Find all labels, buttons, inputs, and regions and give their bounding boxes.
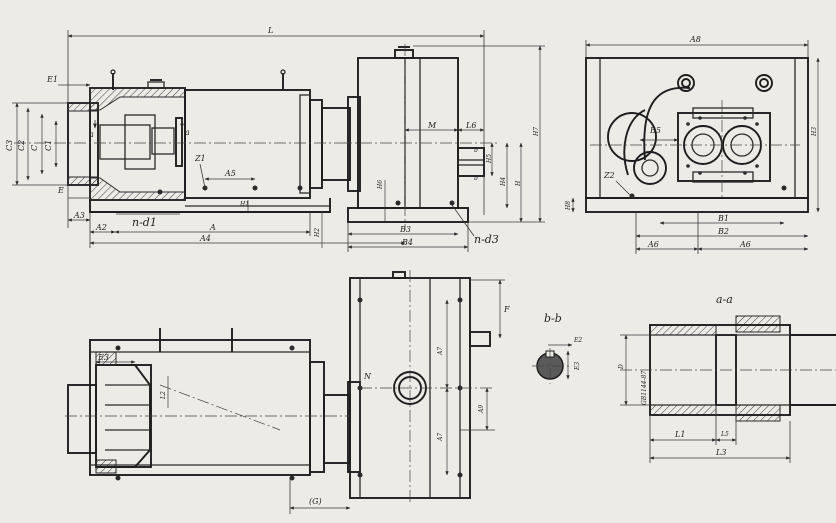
dim-C: C xyxy=(30,145,39,151)
dim-E3-section: E3 xyxy=(574,362,581,371)
dim-L5: L5 xyxy=(720,431,729,438)
dim-H8: H8 xyxy=(565,201,572,211)
dim-E2: E2 xyxy=(573,337,582,344)
dim-H: H xyxy=(515,180,522,187)
dim-F: F xyxy=(503,305,510,314)
dim-A8: A8 xyxy=(689,35,701,44)
label-b-bottom: b xyxy=(474,175,478,182)
dim-B3: B3 xyxy=(399,225,411,234)
dim-G: (G) xyxy=(309,497,322,506)
dim-A6-left: A6 xyxy=(647,240,659,249)
dim-A2: A2 xyxy=(95,223,107,232)
side-view-bolts xyxy=(629,116,787,199)
label-b-top: b xyxy=(474,147,478,154)
dim-B5: B5 xyxy=(649,126,661,135)
dim-A9: A9 xyxy=(478,405,485,414)
side-view: A8 B5 Z2 xyxy=(565,35,820,254)
dim-E3-top: E3 xyxy=(97,353,109,362)
section-b-b: b-b E2 E3 xyxy=(532,312,582,384)
dim-H7: H7 xyxy=(533,127,540,137)
dim-H1: H1 xyxy=(239,201,249,208)
dim-A4: A4 xyxy=(199,234,211,243)
label-n-d3: n-d3 xyxy=(474,233,499,246)
front-view: L a a xyxy=(5,26,545,252)
dim-B4: B4 xyxy=(401,238,413,247)
dim-B1: B1 xyxy=(717,214,729,223)
dim-H3: H3 xyxy=(811,127,818,137)
dim-L1: L1 xyxy=(674,430,685,439)
dim-E: E xyxy=(57,186,64,195)
dim-A7-top: A7 xyxy=(437,347,444,356)
dim-A7-bottom: A7 xyxy=(437,433,444,442)
section-a-a: a-a D GB1144-87 L1 L5 L3 xyxy=(618,293,836,463)
dim-A: A xyxy=(209,223,216,232)
section-a-a-title: a-a xyxy=(716,293,733,306)
label-Z1: Z1 xyxy=(194,154,206,163)
dim-L6: L6 xyxy=(465,121,476,130)
standard-GB1144-87: GB1144-87 xyxy=(641,371,648,405)
dim-H6: H6 xyxy=(377,180,384,190)
label-Z2: Z2 xyxy=(603,171,615,180)
dim-E1: E1 xyxy=(46,75,58,84)
dim-C2: C2 xyxy=(17,140,26,151)
dim-D: D xyxy=(618,364,625,370)
dim-M: M xyxy=(427,121,437,130)
dim-H2: H2 xyxy=(314,228,321,238)
dim-B2: B2 xyxy=(717,227,729,236)
top-view: E3 L2 N F A7 A7 A9 (G) xyxy=(65,270,510,514)
label-N: N xyxy=(363,372,372,381)
dim-C3: C3 xyxy=(5,140,14,151)
label-n-d1: n-d1 xyxy=(132,216,157,229)
dim-H4: H4 xyxy=(500,177,507,187)
dim-A6-right: A6 xyxy=(739,240,751,249)
label-a-left: a xyxy=(89,130,94,139)
label-a-right: a xyxy=(185,128,190,137)
dim-L2: L2 xyxy=(160,391,167,400)
dim-C1: C1 xyxy=(44,140,53,151)
dim-H5: H5 xyxy=(486,154,493,164)
dim-L: L xyxy=(267,26,273,35)
dim-L3: L3 xyxy=(715,448,726,457)
dim-A5: A5 xyxy=(224,169,236,178)
dim-A3: A3 xyxy=(73,211,85,220)
section-b-b-title: b-b xyxy=(544,312,562,325)
